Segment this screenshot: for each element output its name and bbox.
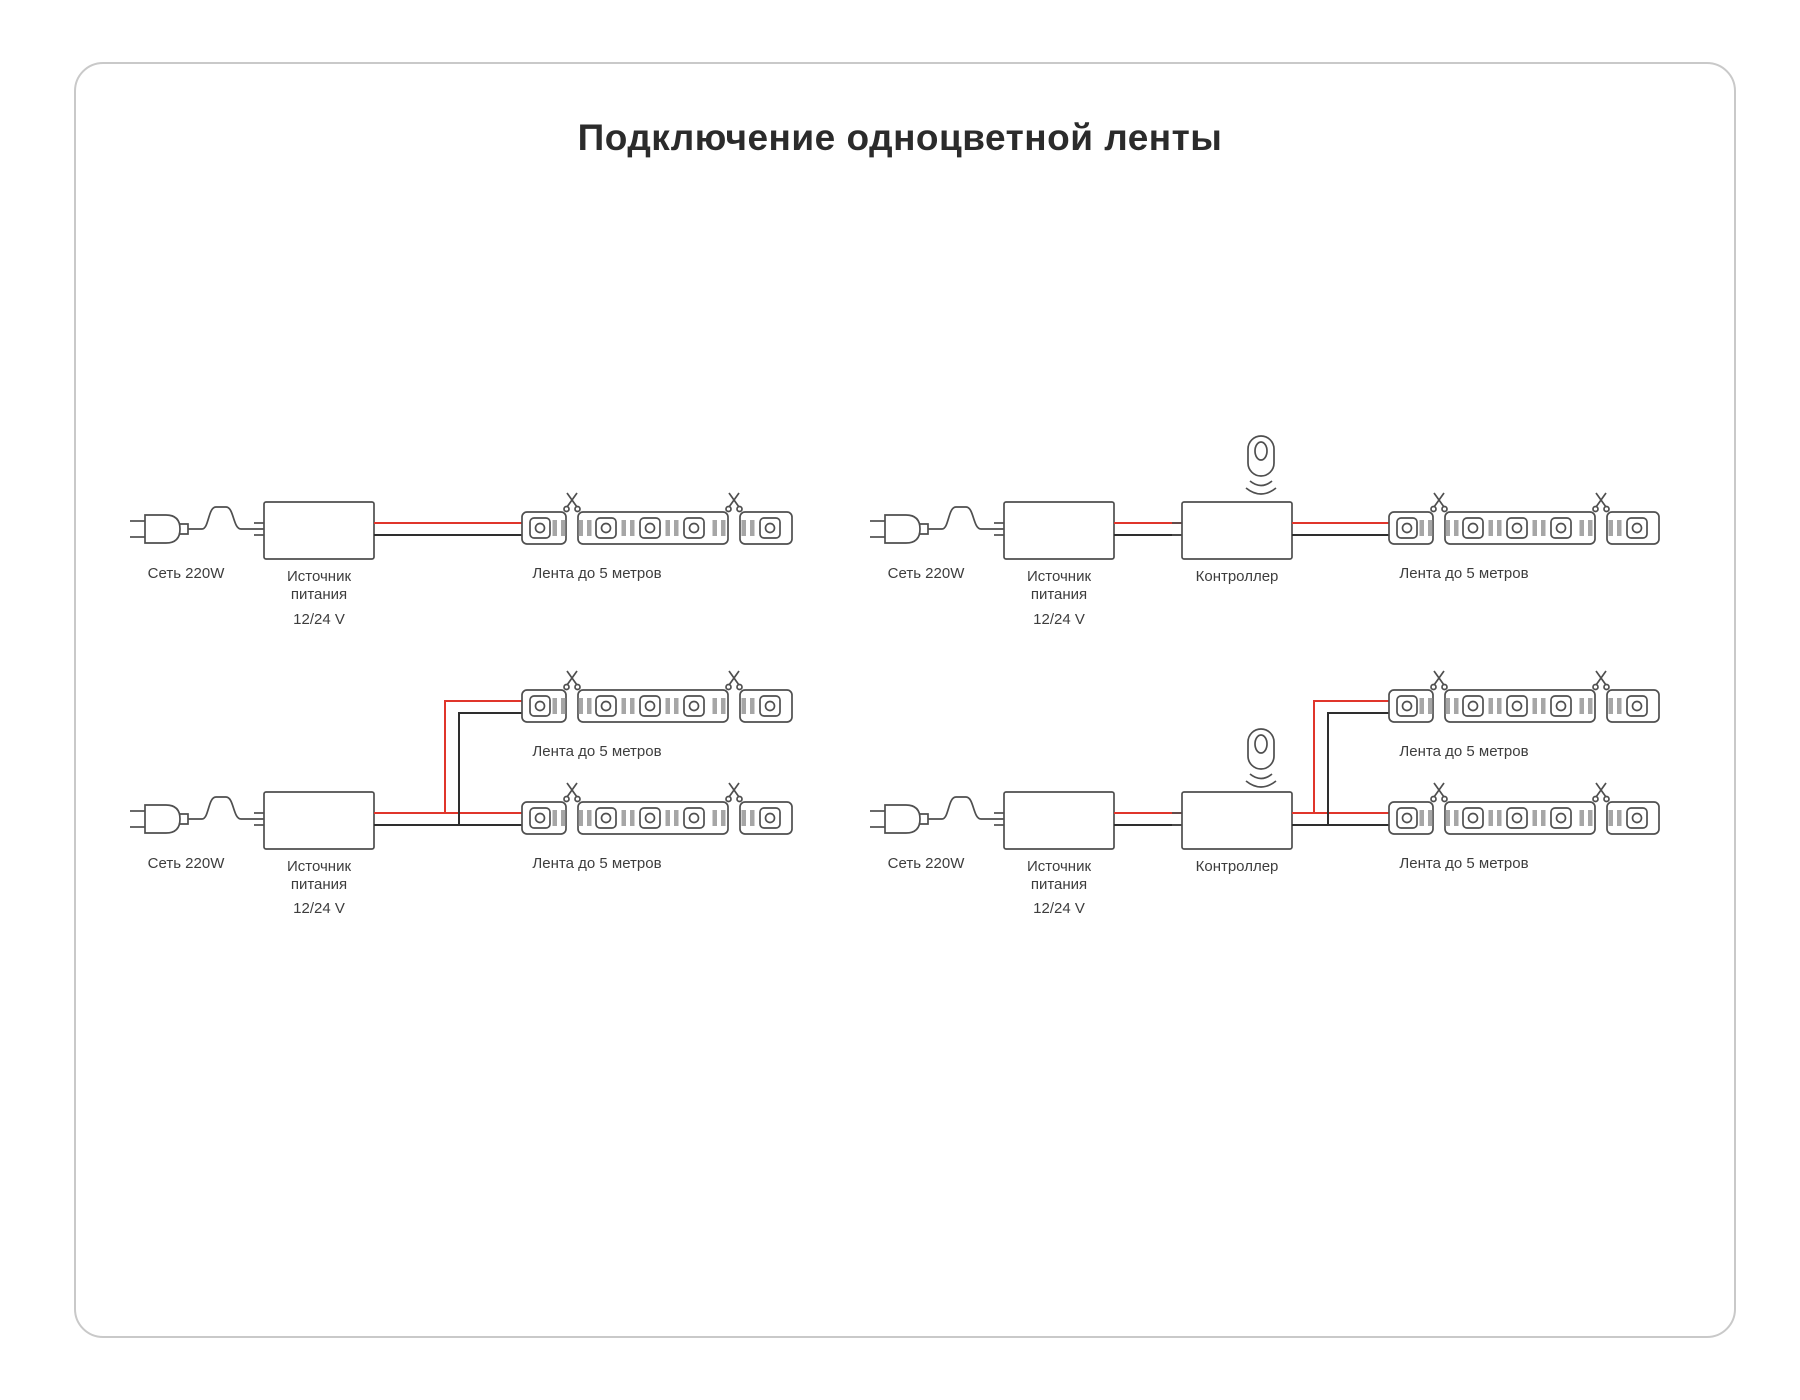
psu-voltage-label: 12/24 V <box>293 611 345 628</box>
controller-label: Контроллер <box>1196 858 1279 875</box>
psu-label-line1: Источник <box>1027 858 1091 875</box>
diagram-psu-controller-two-strips: Сеть 220W Источник питания 12/24 V Контр… <box>869 671 1659 917</box>
strip-label: Лента до 5 метров <box>532 565 661 582</box>
psu-label-line1: Источник <box>1027 568 1091 585</box>
power-supply-box <box>253 501 385 560</box>
strip-label-bottom: Лента до 5 метров <box>532 855 661 872</box>
controller-box <box>1171 791 1303 850</box>
power-supply-box <box>993 791 1125 850</box>
remote-control-icon <box>1247 728 1275 770</box>
mains-label: Сеть 220W <box>888 565 966 582</box>
diagram-psu-two-strips: Сеть 220W Источник питания 12/24 V Лента… <box>129 671 792 917</box>
psu-label-line1: Источник <box>287 568 351 585</box>
controller-box <box>1171 501 1303 560</box>
mains-label: Сеть 220W <box>888 855 966 872</box>
power-supply-box <box>993 501 1125 560</box>
mains-label: Сеть 220W <box>148 855 226 872</box>
wire-negative <box>1292 712 1389 826</box>
psu-label-line1: Источник <box>287 858 351 875</box>
psu-voltage-label: 12/24 V <box>1033 611 1085 628</box>
strip-label-top: Лента до 5 метров <box>1399 743 1528 760</box>
remote-control-icon <box>1247 435 1275 477</box>
strip-label-bottom: Лента до 5 метров <box>1399 855 1528 872</box>
power-supply-box <box>253 791 385 850</box>
controller-label: Контроллер <box>1196 568 1279 585</box>
wire-positive <box>1292 700 1389 814</box>
diagram-psu-strip: Сеть 220W Источник питания 12/24 V Лента… <box>129 493 792 628</box>
psu-label-line2: питания <box>291 586 347 603</box>
page-border <box>74 62 1736 1338</box>
wire-positive <box>374 700 522 814</box>
strip-label-top: Лента до 5 метров <box>532 743 661 760</box>
mains-label: Сеть 220W <box>148 565 226 582</box>
psu-label-line2: питания <box>291 876 347 893</box>
psu-label-line2: питания <box>1031 586 1087 603</box>
strip-label: Лента до 5 метров <box>1399 565 1528 582</box>
wire-negative <box>374 712 522 826</box>
page-title: Подключение одноцветной ленты <box>578 117 1223 158</box>
diagram-psu-controller-strip: Сеть 220W Источник питания 12/24 V Контр… <box>869 435 1659 628</box>
psu-voltage-label: 12/24 V <box>293 900 345 917</box>
psu-label-line2: питания <box>1031 876 1087 893</box>
psu-voltage-label: 12/24 V <box>1033 900 1085 917</box>
